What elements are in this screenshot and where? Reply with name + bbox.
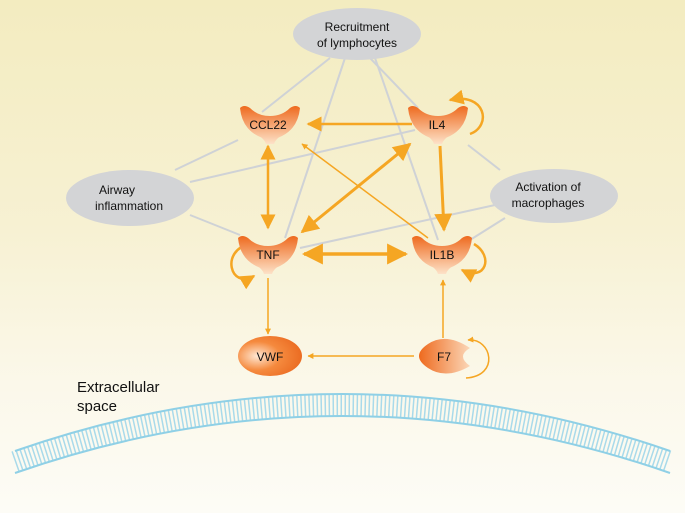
node-il1b: IL1B — [412, 236, 472, 274]
node-vwf-label: VWF — [257, 350, 284, 364]
node-tnf: TNF — [238, 236, 298, 274]
oval-airway-inflammation: Airway inflammation — [66, 170, 194, 226]
arrow-il4-to-il1b — [434, 145, 453, 232]
oval-macrophages-line2: macrophages — [512, 196, 585, 210]
self-loop-f7 — [465, 336, 490, 379]
node-il1b-label: IL1B — [430, 248, 455, 262]
region-label-line1: Extracellular — [77, 379, 160, 396]
cell-membrane — [11, 393, 674, 474]
self-loop-il4 — [448, 89, 485, 136]
extracellular-space-label: Extracellular space — [77, 379, 160, 415]
arrow-il1b-to-ccl22 — [301, 143, 429, 239]
node-il4-label: IL4 — [429, 118, 446, 132]
interaction-arrows — [230, 89, 490, 379]
node-ccl22-label: CCL22 — [249, 118, 287, 132]
node-tnf-label: TNF — [256, 248, 279, 262]
node-f7-label: F7 — [437, 350, 451, 364]
node-il4: IL4 — [408, 106, 468, 144]
oval-lymphocytes-line1: Recruitment — [325, 20, 390, 34]
oval-airway-line2: inflammation — [95, 199, 163, 213]
node-vwf: VWF — [238, 336, 302, 376]
oval-activation-of-macrophages: Activation of macrophages — [490, 169, 618, 223]
process-connectors — [174, 57, 506, 249]
oval-recruitment-of-lymphocytes: Recruitment of lymphocytes — [293, 8, 421, 60]
oval-airway-line1: Airway — [99, 183, 135, 197]
node-f7: F7 — [419, 338, 470, 374]
node-ccl22: CCL22 — [240, 106, 300, 144]
self-loop-il1b — [460, 242, 487, 283]
arrow-tnf-il4 — [300, 142, 412, 234]
region-label-line2: space — [77, 398, 117, 415]
oval-macrophages-line1: Activation of — [515, 180, 581, 194]
oval-lymphocytes-line2: of lymphocytes — [317, 36, 397, 50]
